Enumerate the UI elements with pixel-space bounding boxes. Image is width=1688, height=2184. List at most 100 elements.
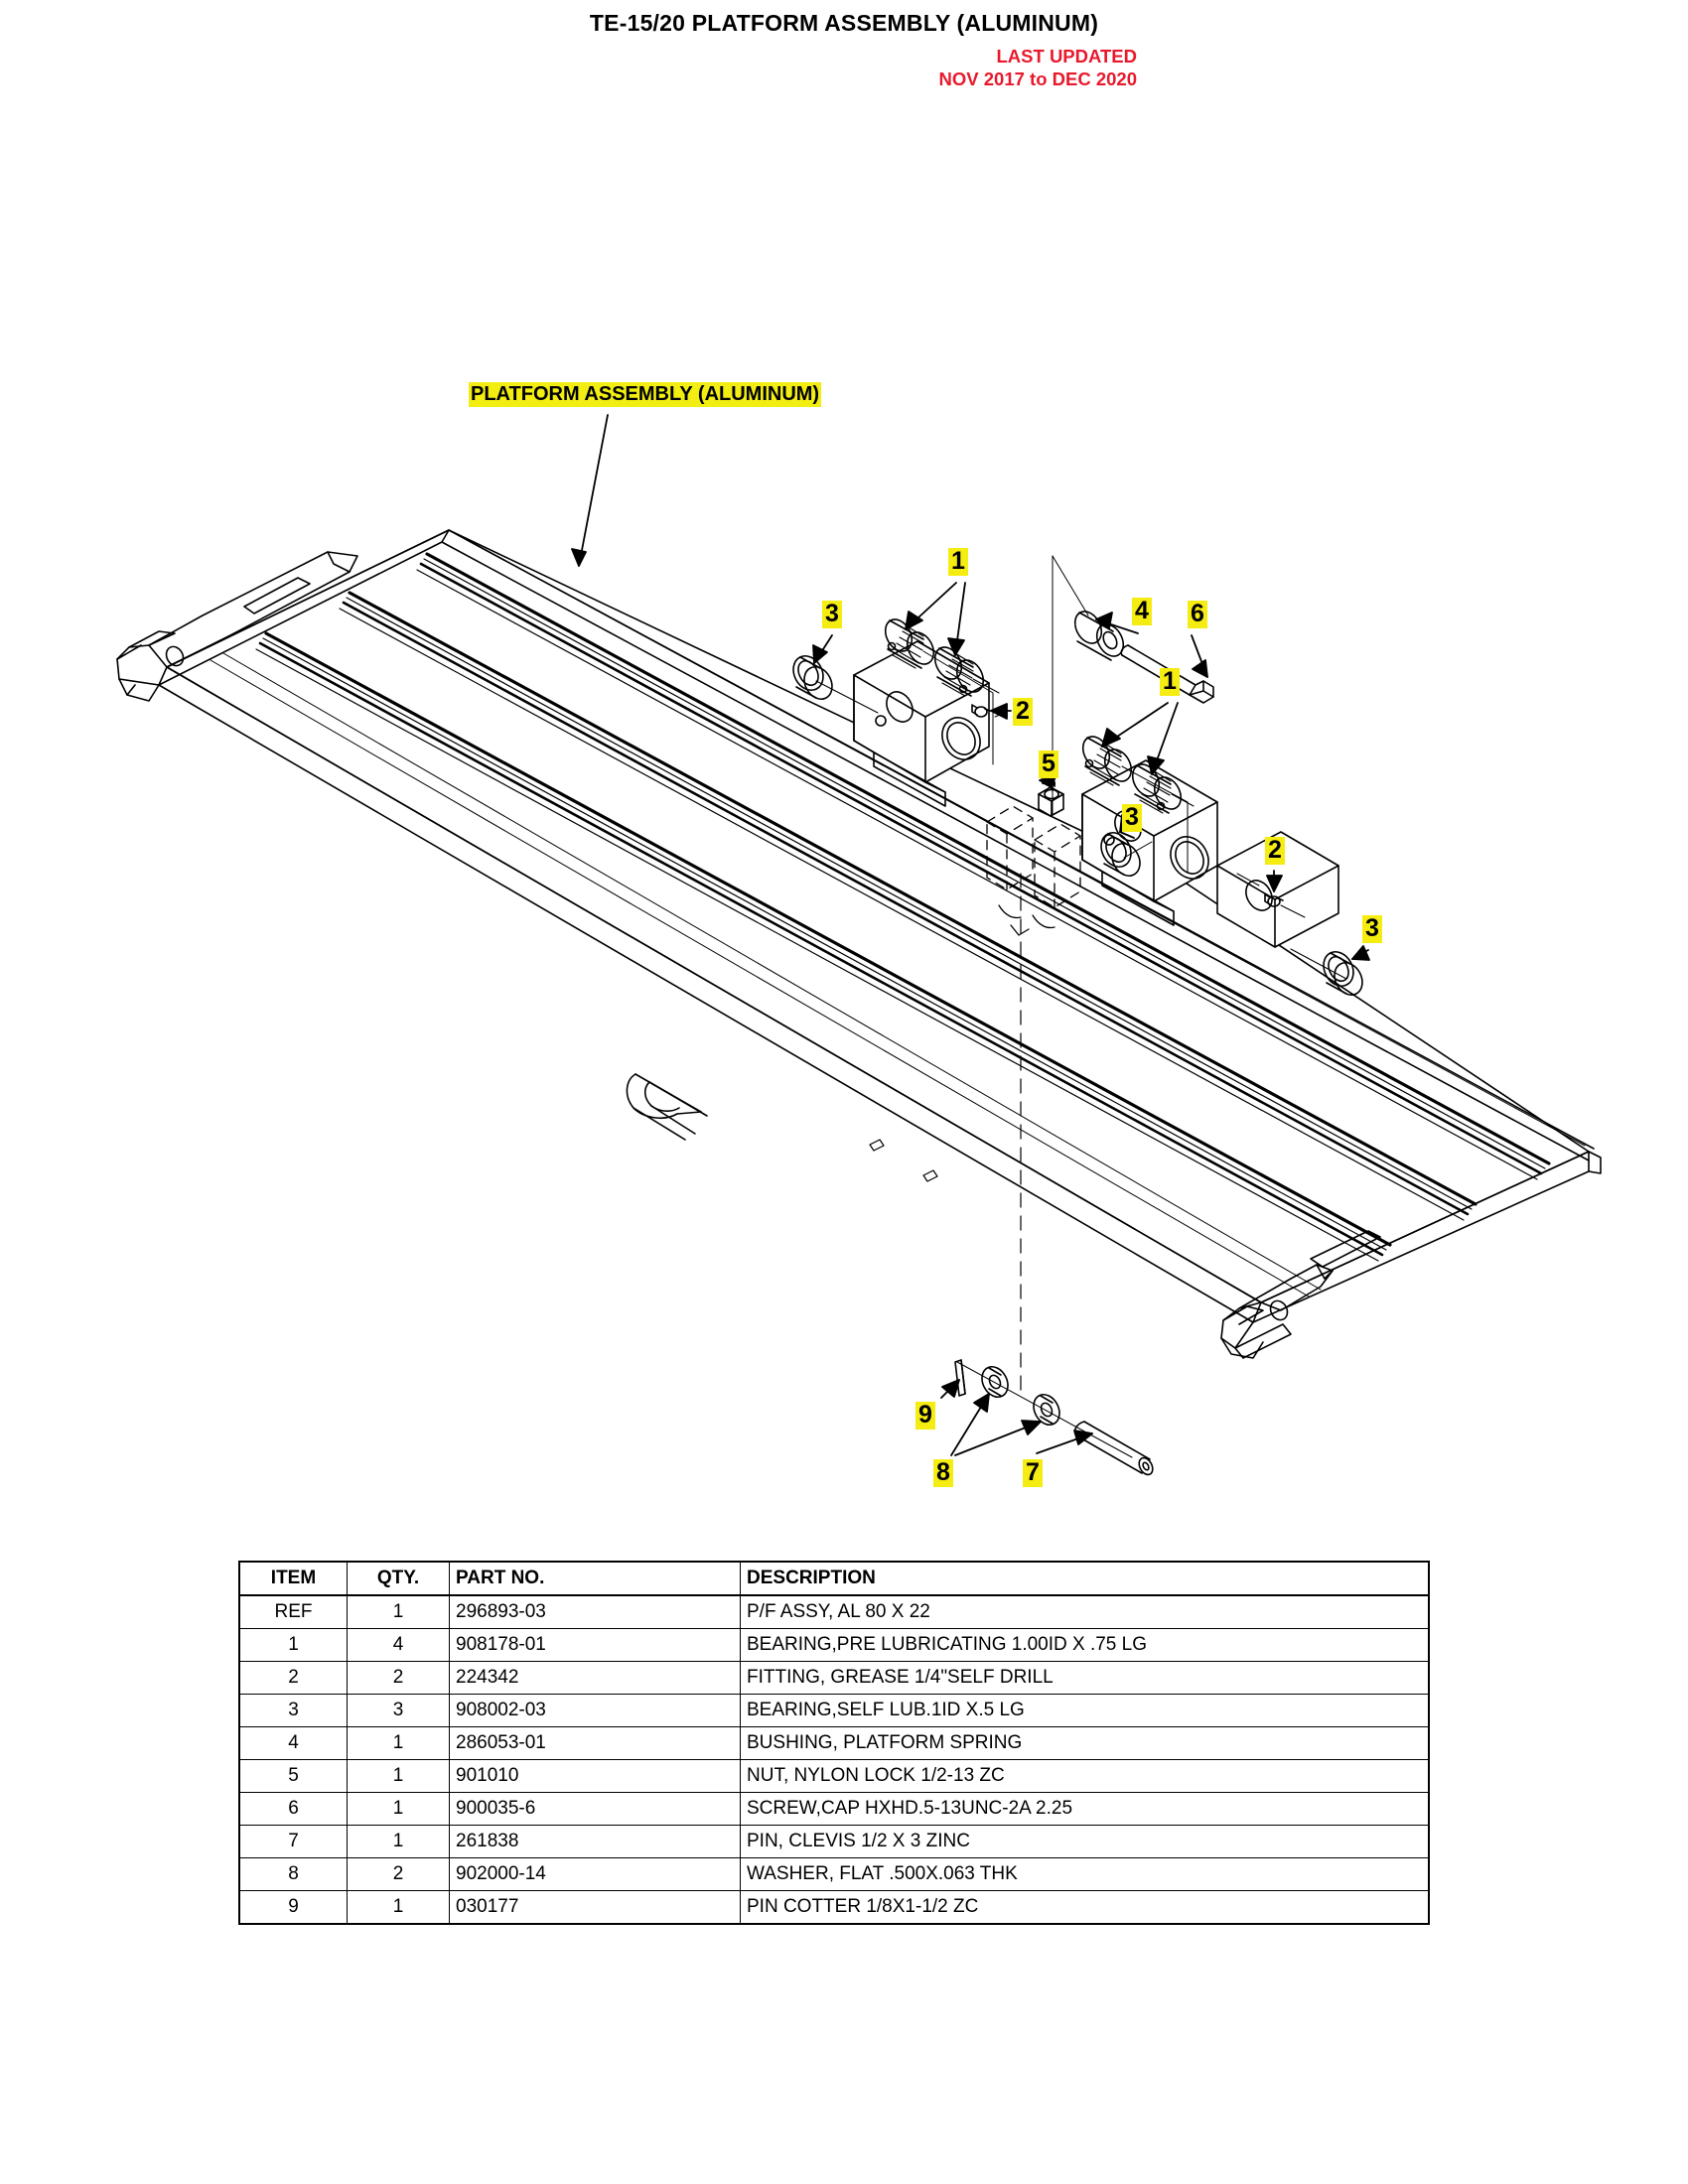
table-row: 8 2 902000-14 WASHER, FLAT .500X.063 THK: [238, 1857, 1430, 1891]
callout-2-a: 2: [1013, 698, 1033, 726]
callout-3-c: 3: [1362, 915, 1382, 943]
bearing-item3-middle: [1100, 832, 1141, 878]
callout-1-b: 1: [1160, 668, 1180, 696]
cell-description: P/F ASSY, AL 80 X 22: [740, 1594, 1430, 1629]
cell-part-no: 224342: [449, 1661, 741, 1695]
cell-item: 1: [238, 1628, 348, 1662]
column-header-description: DESCRIPTION: [740, 1561, 1430, 1596]
table-row: 9 1 030177 PIN COTTER 1/8X1-1/2 ZC: [238, 1890, 1430, 1925]
nut-item5: [1038, 786, 1064, 817]
table-row: 3 3 908002-03 BEARING,SELF LUB.1ID X.5 L…: [238, 1694, 1430, 1727]
last-updated-note: LAST UPDATED NOV 2017 to DEC 2020: [939, 45, 1137, 90]
table-row: 2 2 224342 FITTING, GREASE 1/4"SELF DRIL…: [238, 1661, 1430, 1695]
cell-qty: 1: [347, 1792, 450, 1826]
cell-item: REF: [238, 1594, 348, 1629]
exploded-assembly-drawing: [116, 414, 1602, 1476]
cell-part-no: 261838: [449, 1825, 741, 1858]
cell-part-no: 030177: [449, 1890, 741, 1925]
callout-6: 6: [1188, 601, 1207, 628]
cell-description: FITTING, GREASE 1/4"SELF DRILL: [740, 1661, 1430, 1695]
column-header-item: ITEM: [238, 1561, 348, 1596]
grease-fitting-item2-left: [971, 704, 991, 718]
cell-description: WASHER, FLAT .500X.063 THK: [740, 1857, 1430, 1891]
pin-stack: [954, 1359, 1154, 1476]
callout-3-a: 3: [822, 601, 842, 628]
cell-description: BUSHING, PLATFORM SPRING: [740, 1726, 1430, 1760]
cell-qty: 1: [347, 1726, 450, 1760]
table-row: 5 1 901010 NUT, NYLON LOCK 1/2-13 ZC: [238, 1759, 1430, 1793]
hidden-internal-brackets: [986, 805, 1081, 908]
cell-item: 3: [238, 1694, 348, 1727]
cell-item: 7: [238, 1825, 348, 1858]
callout-2-b: 2: [1265, 837, 1285, 865]
bearing-item3-right: [1323, 951, 1363, 997]
table-row: REF 1 296893-03 P/F ASSY, AL 80 X 22: [238, 1594, 1430, 1629]
callout-7: 7: [1023, 1459, 1043, 1487]
cell-item: 6: [238, 1792, 348, 1826]
table-row: 4 1 286053-01 BUSHING, PLATFORM SPRING: [238, 1726, 1430, 1760]
grab-handle: [626, 1073, 708, 1141]
callout-4: 4: [1132, 598, 1152, 625]
cell-part-no: 900035-6: [449, 1792, 741, 1826]
hinge-lug-right: [1220, 1230, 1381, 1359]
cell-qty: 1: [347, 1890, 450, 1925]
bushing-item4: [1073, 611, 1125, 661]
cell-description: BEARING,PRE LUBRICATING 1.00ID X .75 LG: [740, 1628, 1430, 1662]
clevis-pin-item7: [1073, 1421, 1154, 1476]
cell-description: NUT, NYLON LOCK 1/2-13 ZC: [740, 1759, 1430, 1793]
bearing-item1-a2: [933, 646, 985, 697]
cell-item: 5: [238, 1759, 348, 1793]
cell-description: PIN, CLEVIS 1/2 X 3 ZINC: [740, 1825, 1430, 1858]
last-updated-line2: NOV 2017 to DEC 2020: [938, 68, 1137, 90]
cell-part-no: 902000-14: [449, 1857, 741, 1891]
cell-part-no: 908002-03: [449, 1694, 741, 1727]
flat-washer-item8-a: [981, 1365, 1009, 1399]
cell-item: 8: [238, 1857, 348, 1891]
table-row: 6 1 900035-6 SCREW,CAP HXHD.5-13UNC-2A 2…: [238, 1792, 1430, 1826]
cell-description: BEARING,SELF LUB.1ID X.5 LG: [740, 1694, 1430, 1727]
cell-qty: 3: [347, 1694, 450, 1727]
table-header-row: ITEM QTY. PART NO. DESCRIPTION: [238, 1561, 1430, 1596]
cell-item: 9: [238, 1890, 348, 1925]
callout-9: 9: [915, 1402, 935, 1430]
callout-8: 8: [933, 1459, 953, 1487]
parts-list-table: ITEM QTY. PART NO. DESCRIPTION REF 1 296…: [238, 1561, 1430, 1925]
cell-part-no: 908178-01: [449, 1628, 741, 1662]
cell-description: PIN COTTER 1/8X1-1/2 ZC: [740, 1890, 1430, 1925]
grease-fitting-item2-right: [1264, 893, 1284, 907]
cell-description: SCREW,CAP HXHD.5-13UNC-2A 2.25: [740, 1792, 1430, 1826]
bearing-item1-a1: [884, 618, 935, 669]
last-updated-line1: LAST UPDATED: [996, 46, 1138, 67]
bearing-item1-b2: [1131, 763, 1183, 814]
cell-qty: 2: [347, 1661, 450, 1695]
column-header-qty: QTY.: [347, 1561, 450, 1596]
cell-qty: 1: [347, 1825, 450, 1858]
platform-deck: [158, 529, 1602, 1323]
deck-tabs: [869, 1139, 938, 1182]
callout-3-b: 3: [1122, 804, 1142, 832]
column-header-part-no: PART NO.: [449, 1561, 741, 1596]
table-row: 7 1 261838 PIN, CLEVIS 1/2 X 3 ZINC: [238, 1825, 1430, 1858]
table-body: REF 1 296893-03 P/F ASSY, AL 80 X 22 1 4…: [238, 1594, 1430, 1925]
callout-leader-5-main: [1042, 776, 1056, 791]
mount-bracket-outer: [1216, 831, 1339, 948]
cell-qty: 1: [347, 1594, 450, 1629]
cell-part-no: 296893-03: [449, 1594, 741, 1629]
cell-item: 2: [238, 1661, 348, 1695]
hinge-lug-left: [116, 551, 358, 702]
cell-qty: 1: [347, 1759, 450, 1793]
cell-part-no: 901010: [449, 1759, 741, 1793]
deck-grooves: [210, 539, 1586, 1297]
table-row: 1 4 908178-01 BEARING,PRE LUBRICATING 1.…: [238, 1628, 1430, 1662]
flat-washer-item8-b: [1033, 1393, 1060, 1427]
callout-1-a: 1: [948, 548, 968, 576]
assembly-callout-label: PLATFORM ASSEMBLY (ALUMINUM): [469, 382, 822, 407]
callout-5: 5: [1039, 751, 1058, 778]
bearing-item3-left: [792, 655, 833, 701]
cell-item: 4: [238, 1726, 348, 1760]
cell-part-no: 286053-01: [449, 1726, 741, 1760]
page-title: TE-15/20 PLATFORM ASSEMBLY (ALUMINUM): [589, 10, 1099, 36]
cell-qty: 4: [347, 1628, 450, 1662]
cell-qty: 2: [347, 1857, 450, 1891]
